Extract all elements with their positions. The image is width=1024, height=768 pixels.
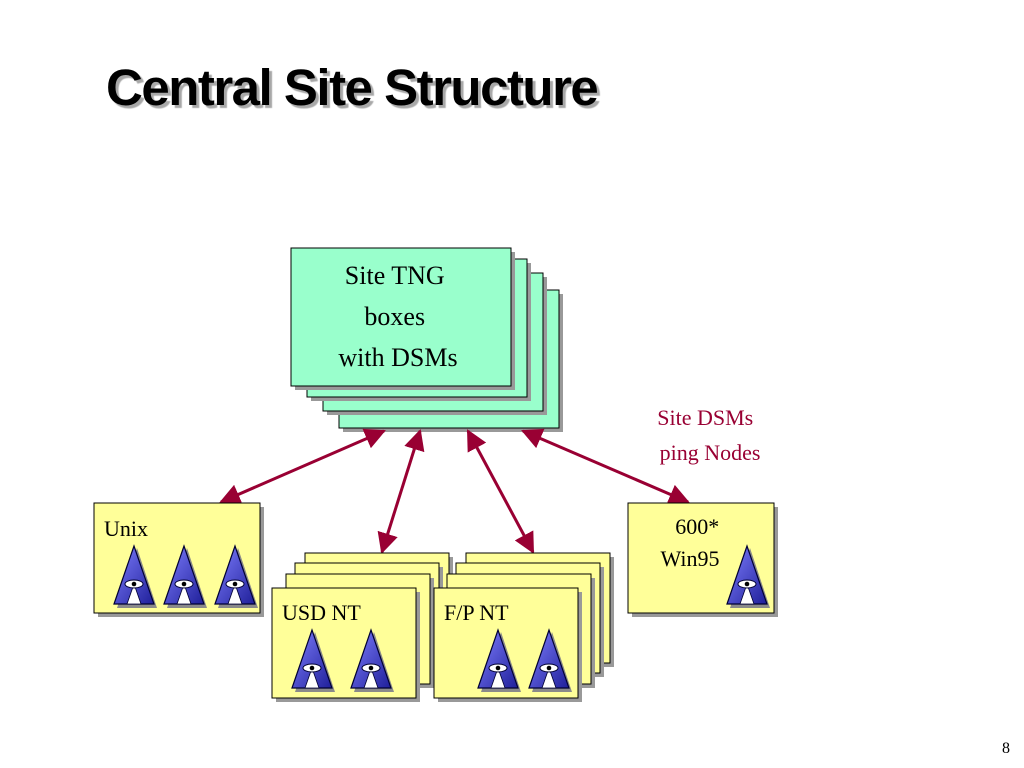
central-box-line-3: with DSMs <box>338 343 457 372</box>
win95-line-1: 600* <box>675 514 719 539</box>
site-tng-box-stack: Site TNG boxes with DSMs <box>290 247 563 432</box>
arrow-to-usd-nt <box>377 428 425 555</box>
ping-arrows <box>219 428 690 555</box>
unix-node: Unix <box>93 502 264 617</box>
central-box-line-2: boxes <box>364 302 425 331</box>
fp-nt-label: F/P NT <box>444 600 509 625</box>
annotation-line-1: Site DSMs <box>657 405 753 430</box>
site-tng-front-box: Site TNG boxes with DSMs <box>290 247 515 390</box>
slide-number: 8 <box>1002 740 1010 757</box>
unix-label: Unix <box>104 516 148 541</box>
svg-text:Site TNG boxes: Site TNG boxes with DSMs <box>338 261 457 372</box>
page-title: Central Site Structure <box>106 59 599 116</box>
usd-nt-node-stack: USD NT <box>271 552 453 702</box>
arrow-to-win95 <box>521 428 690 505</box>
arrow-to-fp-nt <box>466 429 535 554</box>
annotation-line-2: ping Nodes <box>660 440 761 465</box>
arrow-to-unix <box>219 428 386 505</box>
usd-nt-front-box: USD NT <box>271 587 420 702</box>
win95-line-2: Win95 <box>661 546 720 571</box>
win95-node: 600* Win95 <box>627 502 778 617</box>
fp-nt-front-box: F/P NT <box>433 587 582 702</box>
central-box-line-1: Site TNG <box>345 261 445 290</box>
fp-nt-node-stack: F/P NT <box>433 552 614 702</box>
ping-annotation: Site DSMs ping Nodes <box>657 405 760 465</box>
usd-nt-label: USD NT <box>282 600 361 625</box>
svg-text:600* Win95: 600* Win95 <box>661 514 725 571</box>
